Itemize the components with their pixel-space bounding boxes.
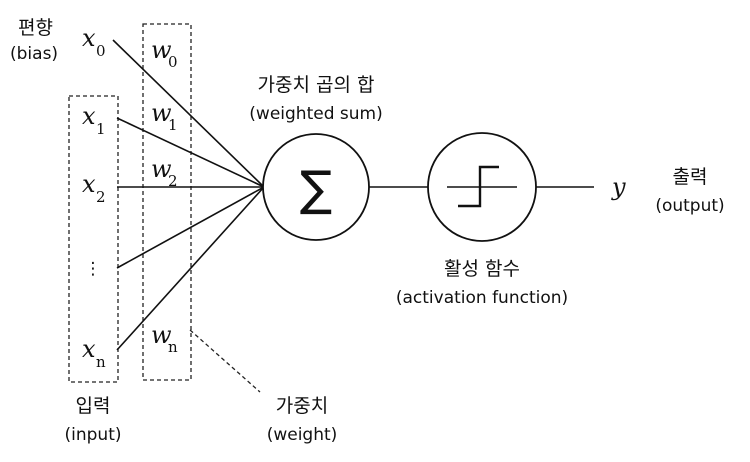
step-function-icon [447, 165, 517, 208]
svg-text:n: n [168, 338, 178, 356]
activation-label-ko: 활성 함수 [444, 258, 520, 280]
svg-text:0: 0 [96, 42, 106, 60]
activation-label-en: (activation function) [396, 288, 568, 308]
input-label-en: (input) [65, 425, 122, 445]
sum-symbol: ∑ [300, 161, 332, 217]
svg-text:w: w [151, 99, 172, 127]
weight-wn: w n [151, 321, 178, 356]
output-label-en: (output) [655, 196, 724, 216]
svg-text:w: w [151, 155, 172, 183]
connection-line-0 [112, 39, 265, 188]
output-label-ko: 출력 [673, 166, 708, 188]
svg-text:w: w [151, 36, 172, 64]
connection-line-1 [116, 117, 265, 188]
svg-text:x: x [82, 335, 96, 363]
input-group-box [68, 95, 119, 383]
bias-label-en: (bias) [10, 44, 58, 64]
svg-text:0: 0 [168, 53, 178, 71]
weight-label-ko: 가중치 [276, 395, 328, 417]
input-xn: x n [82, 335, 106, 371]
weight-pointer-line [189, 329, 261, 393]
svg-text:x: x [82, 170, 96, 198]
svg-text:1: 1 [168, 116, 178, 134]
weighted-sum-label-ko: 가중치 곱의 합 [258, 74, 375, 96]
svg-text:x: x [82, 24, 96, 52]
connection-line-n [116, 186, 265, 351]
input-x0: x 0 [82, 24, 106, 60]
svg-text:1: 1 [96, 120, 106, 138]
input-x1: x 1 [82, 102, 106, 138]
output-symbol: y [611, 173, 626, 201]
weight-label-en: (weight) [267, 425, 338, 445]
input-vdots: ⋮ [85, 259, 102, 279]
weighted-sum-label-en: (weighted sum) [249, 104, 382, 124]
svg-text:w: w [151, 321, 172, 349]
svg-text:2: 2 [168, 172, 178, 190]
input-label-ko: 입력 [76, 395, 111, 417]
weight-group-box [142, 23, 192, 381]
connection-line-3 [116, 186, 265, 269]
bias-label-ko: 편향 [18, 17, 53, 39]
weight-w2: w 2 [151, 155, 178, 190]
svg-text:n: n [96, 353, 106, 371]
svg-text:x: x [82, 102, 96, 130]
weight-w0: w 0 [151, 36, 178, 71]
weight-w1: w 1 [151, 99, 178, 134]
input-x2: x 2 [82, 170, 106, 206]
svg-text:2: 2 [96, 188, 106, 206]
